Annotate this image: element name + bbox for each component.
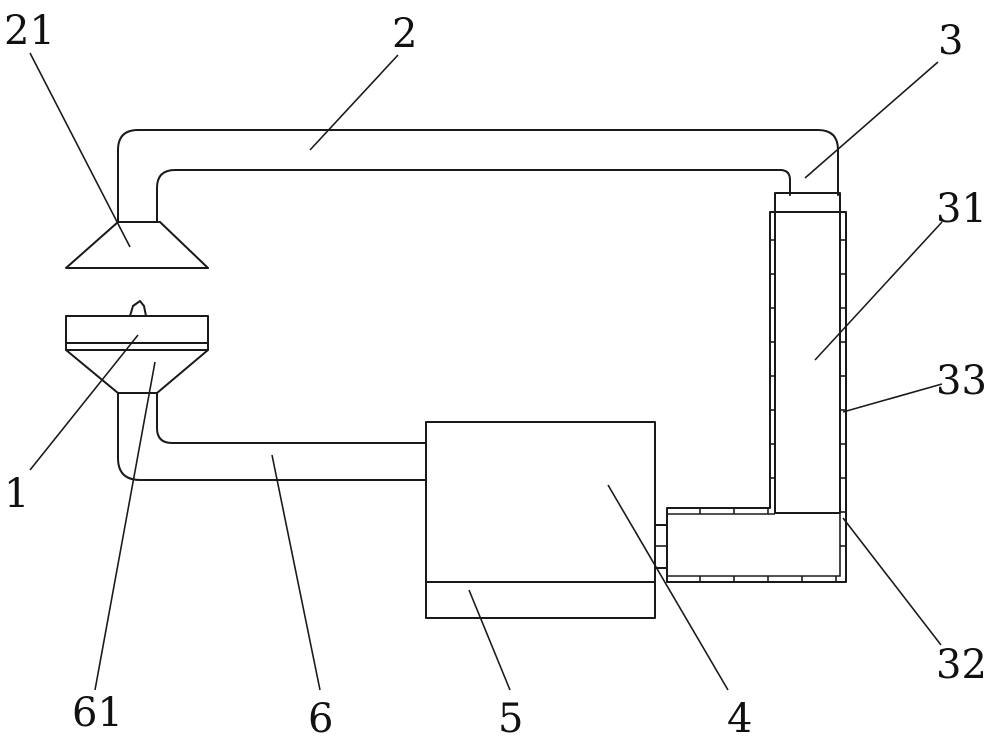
label-3: 3 <box>938 18 963 64</box>
collection-cup <box>65 300 209 394</box>
main-box <box>425 421 656 619</box>
label-21: 21 <box>4 8 55 54</box>
reference-numerals: 21 2 3 31 33 1 32 61 6 5 4 <box>4 8 987 741</box>
upper-duct <box>117 129 839 223</box>
label-32: 32 <box>936 642 987 688</box>
leader-lines <box>29 52 943 691</box>
outer-shell <box>666 211 847 583</box>
hood <box>65 221 209 269</box>
vertical-column <box>774 192 841 514</box>
label-31: 31 <box>936 186 987 232</box>
label-6: 6 <box>308 696 333 741</box>
label-1: 1 <box>4 471 29 517</box>
label-4: 4 <box>727 696 752 741</box>
label-5: 5 <box>498 696 523 741</box>
connector <box>654 524 668 569</box>
label-2: 2 <box>392 11 417 57</box>
label-61: 61 <box>72 690 123 736</box>
lower-duct <box>117 392 427 481</box>
label-33: 33 <box>936 358 987 404</box>
shell-segments <box>699 239 846 582</box>
